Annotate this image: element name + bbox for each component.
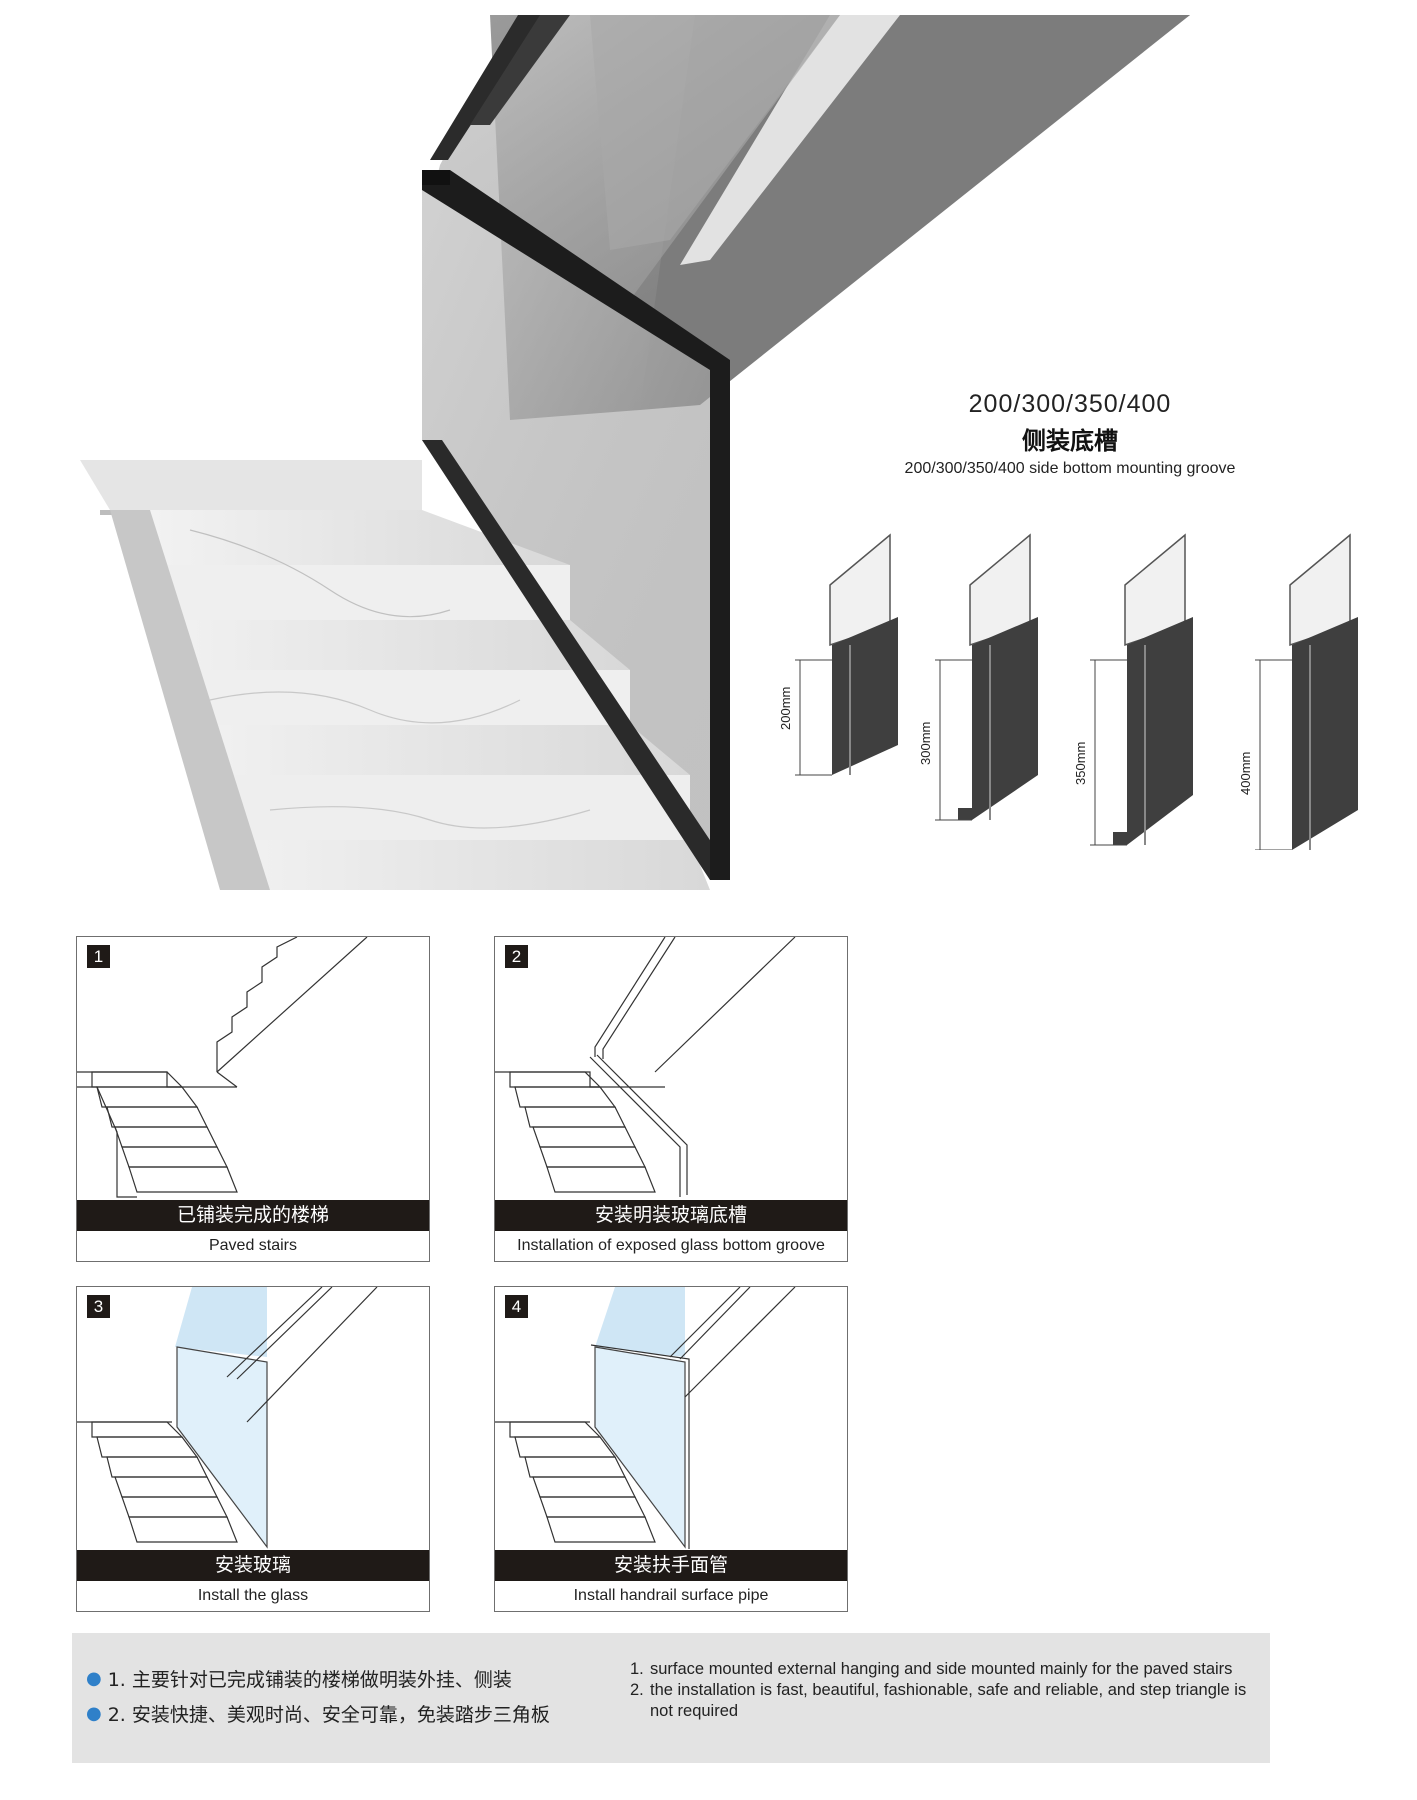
notes-cn-item: ●2. 安装快捷、美观时尚、安全可靠，免装踏步三角板 <box>86 1703 550 1726</box>
step-number: 2 <box>505 945 528 968</box>
step-panel-4: 4 安装扶手面管 Install handrail surface pipe <box>494 1286 848 1612</box>
step-number: 1 <box>87 945 110 968</box>
notes-en-item: 2.the installation is fast, beautiful, f… <box>630 1681 1247 1720</box>
groove-cn-title: 侧装底槽 <box>1022 428 1118 455</box>
notes-en-list: 1.surface mounted external hanging and s… <box>630 1659 1260 1722</box>
dimension-label-200: 200mm <box>778 687 793 730</box>
groove-profile-diagrams: 200mm 300mm 350mm 400mm <box>760 520 1380 854</box>
step-cn-label: 安装明装玻璃底槽 <box>495 1200 847 1231</box>
profile-400 <box>1255 533 1358 851</box>
groove-sizes-title: 200/300/350/400 <box>968 390 1172 418</box>
groove-title-block: 200/300/350/400 侧装底槽 200/300/350/400 sid… <box>760 390 1380 478</box>
step-en-label: Paved stairs <box>208 1237 298 1254</box>
step-en-label: Install the glass <box>197 1587 309 1604</box>
step-cn-label: 已铺装完成的楼梯 <box>77 1200 429 1231</box>
notes-en-item: 1.surface mounted external hanging and s… <box>630 1660 1233 1678</box>
step-panel-3: 3 安装玻璃 Install the glass <box>76 1286 430 1612</box>
step-cn-label: 安装扶手面管 <box>495 1550 847 1581</box>
profile-200 <box>795 533 898 776</box>
notes-panel: ●1. 主要针对已完成铺装的楼梯做明装外挂、侧装 ●2. 安装快捷、美观时尚、安… <box>72 1633 1270 1763</box>
groove-install-drawing <box>495 937 796 1197</box>
bullet-icon: ● <box>86 1668 102 1689</box>
dimension-label-400: 400mm <box>1238 752 1253 795</box>
step-panel-2: 2 安装明装玻璃底槽 Installation of exposed glass… <box>494 936 848 1262</box>
step-panel-1: 1 已铺装完成的楼梯 Paved stairs <box>76 936 430 1262</box>
step-cn-label: 安装玻璃 <box>77 1550 429 1581</box>
paved-stairs-drawing <box>77 937 368 1198</box>
notes-cn-item: ●1. 主要针对已完成铺装的楼梯做明装外挂、侧装 <box>86 1668 512 1691</box>
groove-profiles-svg: 200mm 300mm 350mm 400mm <box>778 533 1358 851</box>
step-number: 4 <box>505 1295 528 1318</box>
profile-350 <box>1090 533 1193 846</box>
step-number: 3 <box>87 1295 110 1318</box>
bullet-icon: ● <box>86 1703 102 1724</box>
glass-install-drawing <box>77 1287 378 1549</box>
handrail-install-drawing <box>495 1287 796 1549</box>
step-en-label: Install handrail surface pipe <box>573 1587 769 1604</box>
hero-staircase-render <box>80 15 1190 890</box>
notes-cn-list: ●1. 主要针对已完成铺装的楼梯做明装外挂、侧装 ●2. 安装快捷、美观时尚、安… <box>86 1661 550 1731</box>
dimension-label-300: 300mm <box>918 722 933 765</box>
step-en-label: Installation of exposed glass bottom gro… <box>517 1237 825 1254</box>
profile-300 <box>935 533 1038 821</box>
dimension-label-350: 350mm <box>1073 742 1088 785</box>
groove-en-title: 200/300/350/400 side bottom mounting gro… <box>904 460 1236 477</box>
